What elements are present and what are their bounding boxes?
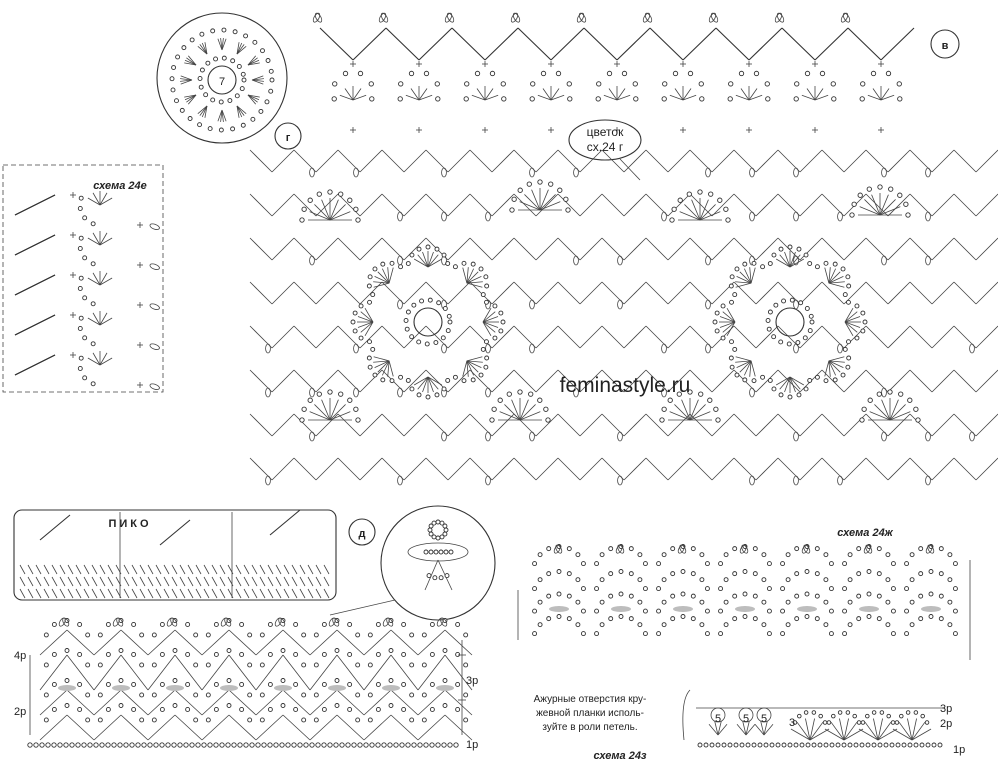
picot-detail-circle <box>330 506 495 620</box>
note-line-1: Ажурные отверстия кру- <box>534 694 647 705</box>
scheme-g-label: г <box>286 132 291 144</box>
scheme-24e-title: схема 24е <box>93 180 147 192</box>
motif-circle-sample: 7 <box>157 13 287 143</box>
note-line-3: зуйте в роли петель. <box>542 722 637 733</box>
scheme-24z-title: схема 24з <box>593 750 646 762</box>
row-label-2p: 2р <box>14 706 26 718</box>
scheme-24e-panel: схема 24е <box>3 165 163 392</box>
row-label-3p: 3р <box>466 675 478 687</box>
top-zigzag-border <box>312 12 914 133</box>
row-label-1p-b: 1р <box>953 744 965 756</box>
flower-callout-line2: сх.24 г <box>587 140 624 154</box>
row-label-1p: 1р <box>466 739 478 751</box>
scheme-24zh <box>518 544 970 660</box>
note-line-2: жевной планки исполь- <box>536 708 644 719</box>
row-label-2p-b: 2р <box>940 718 952 730</box>
piko-title: ПИКО <box>108 518 151 530</box>
scheme-24z <box>683 690 945 747</box>
watermark: feminastyle.ru <box>560 374 691 397</box>
scheme-24zh-title: схема 24ж <box>837 527 893 539</box>
num-5-b: 5 <box>743 713 749 725</box>
bottom-left-scheme <box>28 617 472 747</box>
flower-callout: цветок сх.24 г <box>569 120 641 180</box>
num-3: 3 <box>789 717 795 729</box>
scheme-d-label: д <box>359 528 366 540</box>
piko-panel: ПИКО <box>14 510 336 600</box>
flower-callout-line1: цветок <box>587 125 624 139</box>
num-5-a: 5 <box>715 713 721 725</box>
lace-net <box>250 150 998 485</box>
num-5-c: 5 <box>761 713 767 725</box>
motif-center-number: 7 <box>219 76 225 88</box>
scheme-v-label: в <box>942 40 949 52</box>
row-label-4p: 4р <box>14 650 26 662</box>
row-label-3p-b: 3р <box>940 703 952 715</box>
